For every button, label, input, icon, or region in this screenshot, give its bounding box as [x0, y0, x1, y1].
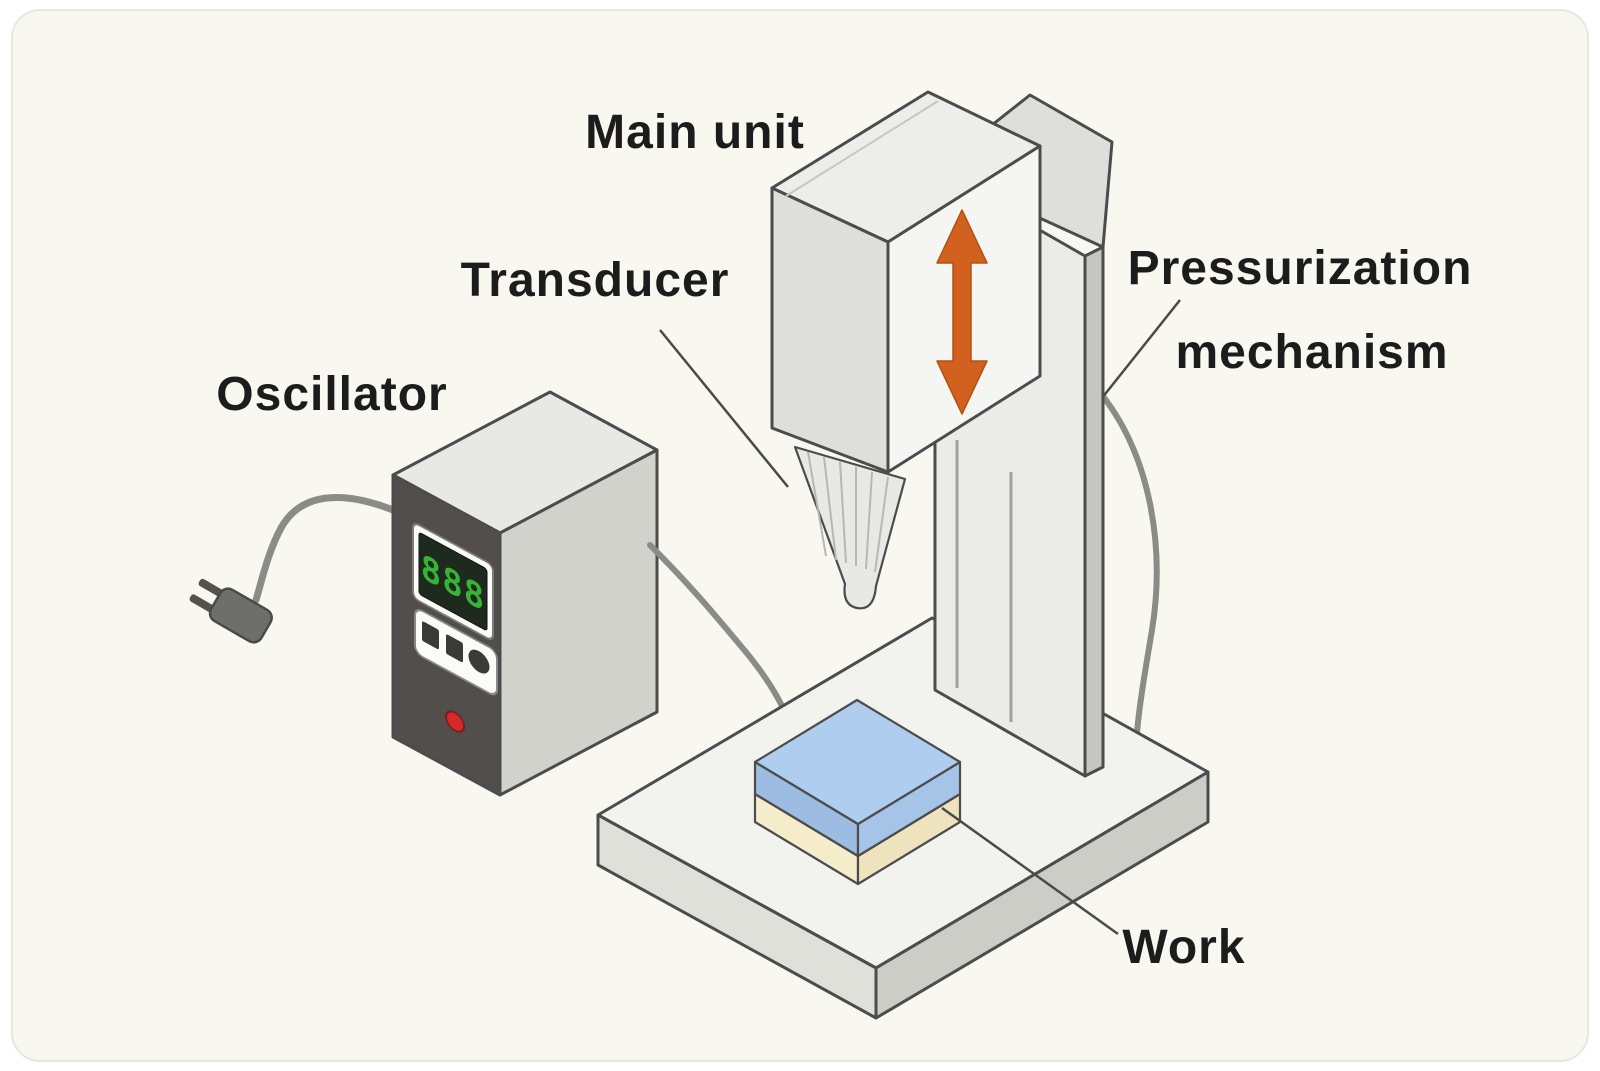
display-screen — [418, 532, 488, 631]
horn-texture-lines — [807, 451, 889, 573]
plug-prong — [189, 594, 214, 613]
leader-lines — [659, 299, 1181, 936]
main-unit-head — [770, 90, 1042, 474]
signal-cable-right — [1095, 387, 1160, 735]
transducer-horn — [793, 445, 907, 610]
label-pressurization-line1: Pressurization — [1128, 242, 1473, 295]
column-right-face — [1083, 245, 1105, 778]
power-plug-icon — [189, 578, 273, 644]
label-transducer: Transducer — [461, 254, 730, 307]
horn-body — [793, 445, 907, 610]
oscillator-box: 888 — [391, 390, 659, 797]
pressurization-leader-line — [1101, 299, 1181, 399]
panel-button — [422, 621, 439, 650]
work-leader-line — [941, 806, 1119, 936]
power-cord — [252, 493, 402, 604]
label-pressurization-line2: mechanism — [1175, 326, 1448, 379]
oscillator-panel: 888 — [412, 523, 498, 733]
signal-cable-left — [647, 542, 785, 709]
main-unit-bevel-line — [785, 100, 939, 197]
power-led — [445, 710, 465, 733]
up-down-arrow-icon — [936, 209, 988, 415]
label-work: Work — [1122, 921, 1245, 974]
label-main-unit: Main unit — [585, 106, 805, 159]
base-right-face — [874, 770, 1210, 1020]
power-cord-assembly — [189, 493, 402, 644]
label-oscillator: Oscillator — [216, 368, 447, 421]
panel-button — [446, 634, 463, 663]
labels: Main unit Transducer Oscillator Pressuri… — [216, 106, 1473, 974]
plug-prong — [198, 578, 223, 597]
panel-knob — [468, 649, 490, 674]
transducer-leader-line — [659, 329, 789, 488]
plug-body — [208, 587, 273, 644]
work-upper-layer-top — [753, 698, 962, 826]
work-piece — [753, 698, 962, 886]
